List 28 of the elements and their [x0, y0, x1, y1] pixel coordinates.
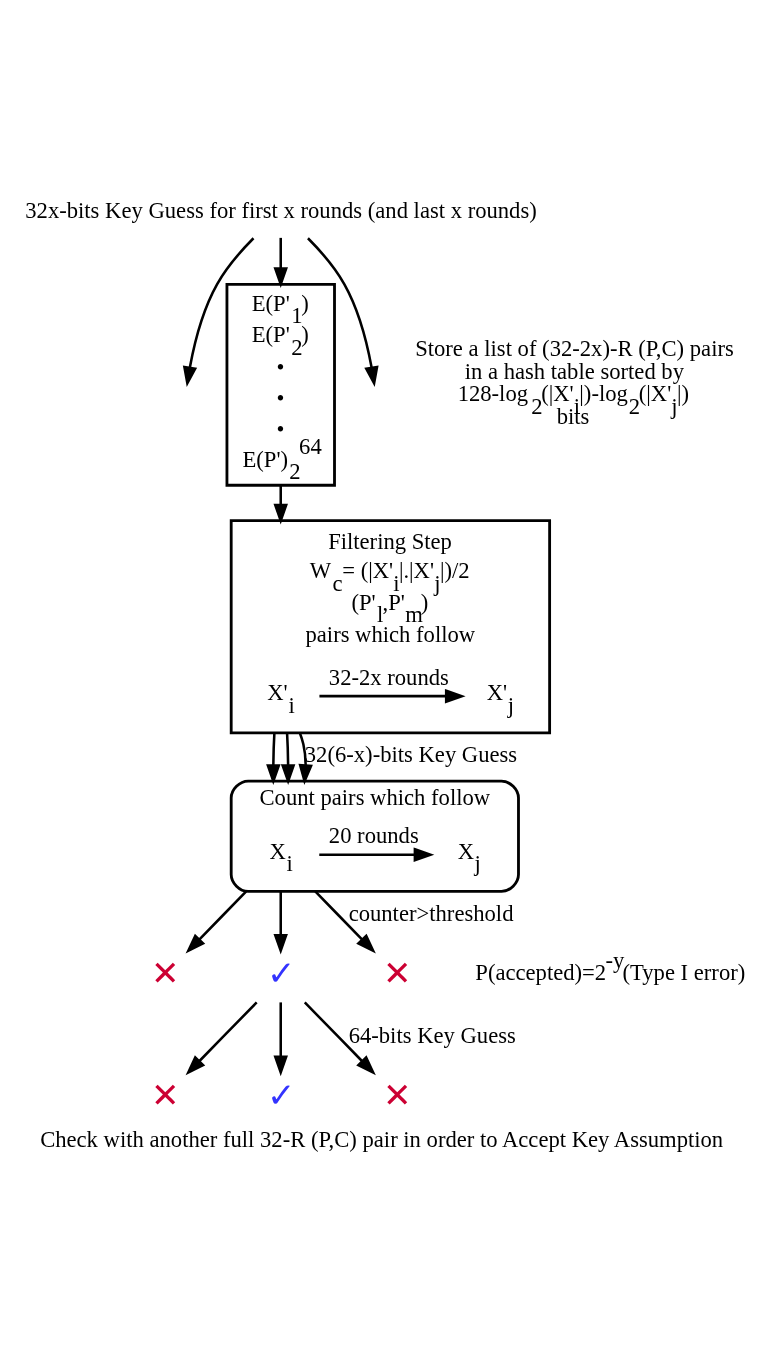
node-text: ✕	[151, 1076, 180, 1114]
node-text: ✓	[267, 954, 296, 992]
arrow	[182, 236, 255, 387]
arrow	[266, 732, 281, 785]
arrow	[185, 890, 248, 953]
edge-label: 32(6-x)-bits Key Guess	[304, 741, 518, 767]
arrow	[298, 732, 313, 785]
node-text: ✕	[383, 1076, 412, 1114]
node-text: 32x-bits Key Guess for first x rounds (and last x rounds)	[25, 197, 537, 223]
edge-label: 64-bits Key Guess	[348, 1022, 516, 1048]
arrow	[314, 890, 376, 953]
node-text: ✕	[151, 954, 180, 992]
arrow	[185, 1001, 258, 1075]
arrow	[273, 1001, 288, 1076]
arrow	[273, 890, 288, 955]
arrow	[273, 485, 288, 525]
edge-label: 20 rounds	[328, 822, 419, 848]
edge-label: 32-2x rounds	[328, 664, 449, 690]
arrow	[273, 237, 288, 288]
node-text: ✓	[267, 1076, 296, 1114]
caption: Check with another full 32-R (P,C) pair in order to Accept Key Assumption	[40, 1126, 724, 1152]
node-text: ✕	[383, 954, 412, 992]
arrow	[319, 688, 466, 703]
arrow	[280, 732, 296, 785]
arrow	[303, 1001, 376, 1075]
arrow	[307, 236, 379, 387]
edge-label: counter>threshold	[348, 900, 514, 926]
arrow	[319, 846, 435, 862]
